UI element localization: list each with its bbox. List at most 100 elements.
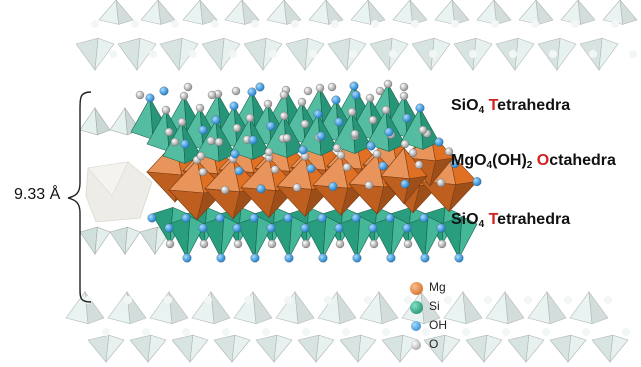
tetrahedron-face [115, 0, 134, 25]
legend-item-oh: OH [402, 317, 472, 336]
tetrahedron-face [527, 291, 551, 325]
ghost-layer-bottom [65, 290, 630, 363]
ghost-atom [244, 296, 252, 304]
o-atom [375, 86, 385, 96]
oh-atom [147, 213, 157, 223]
o-atom [279, 111, 289, 121]
tetrahedron-face [357, 334, 377, 363]
oh-atom [145, 93, 155, 103]
ghost-atom [469, 50, 477, 58]
oh-atom [216, 253, 226, 263]
o-atom [195, 103, 205, 113]
mg-atom-icon [410, 282, 423, 295]
tetrahedron-face [504, 290, 525, 325]
oh-atom [351, 90, 361, 100]
oh-atom [385, 213, 395, 223]
ghost-atom [349, 50, 357, 58]
o-atom [301, 239, 311, 249]
tetrahedron-face [189, 334, 209, 363]
o-atom [297, 97, 307, 107]
tetrahedron-face [182, 0, 204, 25]
ghost-atom [109, 50, 117, 58]
ghost-atom [549, 50, 557, 58]
o-atom [399, 82, 409, 92]
tetrahedron-face [213, 334, 236, 363]
label-top-tetrahedral-sheet: SiO4 Tetrahedra [451, 97, 571, 116]
tetrahedron-face [87, 334, 110, 363]
octahedron-face [429, 157, 454, 187]
tetrahedron-face [191, 291, 215, 325]
o-atom [135, 90, 145, 100]
legend-item-o: O [402, 336, 472, 355]
ghost-atom [622, 328, 630, 336]
oh-atom [436, 223, 446, 233]
ghost-atom [171, 20, 179, 28]
tetrahedron-face [434, 0, 456, 25]
tetrahedron-face [577, 0, 596, 25]
tetrahedron-face [315, 334, 335, 363]
tetrahedron-face [105, 334, 125, 363]
o-atom [364, 181, 374, 190]
o-atom [267, 239, 277, 249]
o-atom [369, 239, 379, 249]
ghost-atom [124, 296, 132, 304]
oh-atom [181, 213, 191, 223]
o-atom [165, 239, 175, 249]
octahedron-face [448, 181, 478, 213]
tetrahedron-face [308, 0, 330, 25]
tetrahedron-face [147, 334, 167, 363]
o-atom [164, 127, 174, 137]
ghost-atom [444, 296, 452, 304]
tetrahedron-face [178, 37, 199, 72]
oh-atom [384, 127, 394, 137]
tetrahedron-face [336, 290, 357, 325]
tetrahedron-face [609, 334, 629, 363]
oh-atom-icon [411, 321, 421, 331]
o-atom [282, 133, 292, 143]
legend-item-mg: Mg [402, 279, 472, 298]
oh-atom [266, 121, 276, 131]
oh-atom [230, 149, 240, 159]
oh-atom [450, 159, 460, 169]
oh-atom [419, 213, 429, 223]
ghost-atom [484, 296, 492, 304]
oh-atom [454, 253, 464, 263]
ghost-atom [331, 20, 339, 28]
oh-atom [250, 253, 260, 263]
o-atom [231, 86, 241, 96]
o-atom [199, 239, 209, 249]
tetrahedron-face [378, 290, 399, 325]
o-atom [179, 91, 189, 101]
tetrahedron-face [327, 37, 351, 71]
tetrahedron-face [252, 290, 273, 325]
ghost-layer-top [75, 0, 638, 72]
tetrahedron-face [199, 0, 218, 25]
o-atom [368, 115, 378, 125]
tetrahedron-face [359, 291, 383, 325]
o-atom [220, 185, 230, 195]
oh-atom [386, 253, 396, 263]
oh-atom [164, 223, 174, 233]
tetrahedron-face [392, 0, 414, 25]
tetrahedron-face [109, 226, 128, 255]
ghost-atom [462, 328, 470, 336]
oh-atom [248, 135, 258, 145]
tetrahedron-face [94, 37, 115, 72]
oh-atom [400, 179, 410, 189]
tetrahedron-face [458, 216, 478, 259]
oh-atom [234, 166, 244, 176]
o-atom [264, 147, 274, 157]
oh-atom [300, 223, 310, 233]
tetrahedron-face [136, 37, 157, 72]
o-atom [372, 149, 382, 159]
o-atom [232, 123, 242, 133]
ghost-atom [149, 50, 157, 58]
o-atom [170, 137, 180, 147]
tetrahedron-face [339, 334, 362, 363]
ghost-atom [189, 50, 197, 58]
oh-atom [378, 161, 388, 171]
o-atom [198, 167, 208, 177]
o-atom [403, 239, 413, 249]
oh-atom [334, 117, 344, 127]
tetrahedron-face [210, 290, 231, 325]
